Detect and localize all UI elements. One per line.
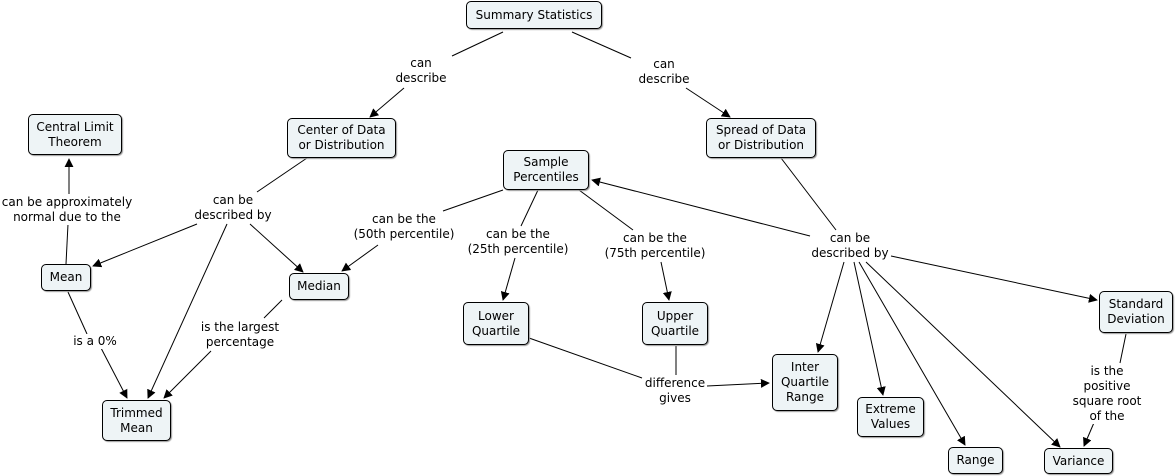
edge-std-to-label xyxy=(1119,333,1127,364)
node-center-of-data[interactable]: Center of Data or Distribution xyxy=(287,118,396,158)
edge-label-to-median xyxy=(249,223,304,273)
edge-is0-to-trimmed xyxy=(100,347,128,399)
link-label-50th-percentile: can be the (50th percentile) xyxy=(353,212,455,242)
edge-median-to-label xyxy=(263,299,283,319)
edge-label-right-to-spread xyxy=(685,87,731,118)
edge-label-to-extreme xyxy=(853,261,886,396)
link-label-can-describe-right: can describe xyxy=(638,57,690,87)
edge-label-left-to-center xyxy=(369,87,405,118)
edge-mean-to-is0 xyxy=(67,291,88,335)
node-variance[interactable]: Variance xyxy=(1044,448,1113,474)
edge-mean-to-label xyxy=(65,223,69,265)
link-label-is-0pct: is a 0% xyxy=(73,334,117,349)
link-label-spread-described-by: can be described by xyxy=(811,231,889,261)
edge-label-to-std xyxy=(890,255,1098,303)
node-extreme-values[interactable]: Extreme Values xyxy=(857,397,924,437)
edge-lower-to-diff xyxy=(528,337,643,379)
edge-label-to-variance xyxy=(865,261,1061,448)
node-mean[interactable]: Mean xyxy=(41,264,91,291)
edge-diff-to-iqr xyxy=(706,378,770,388)
edge-summary-to-label-right xyxy=(571,31,632,59)
edge-75-to-upper xyxy=(660,261,672,301)
node-inter-quartile-range[interactable]: Inter Quartile Range xyxy=(772,354,838,411)
edge-sp-to-50 xyxy=(442,189,504,212)
node-trimmed-mean[interactable]: Trimmed Mean xyxy=(102,400,171,441)
edge-label-to-sp xyxy=(591,177,811,237)
edge-spread-to-label xyxy=(780,157,837,231)
edge-label-to-mean xyxy=(92,223,198,268)
node-sample-percentiles[interactable]: Sample Percentiles xyxy=(503,150,589,190)
edge-label-to-iqr xyxy=(815,261,845,353)
link-label-75th-percentile: can be the (75th percentile) xyxy=(604,231,706,261)
node-central-limit-theorem[interactable]: Central Limit Theorem xyxy=(28,114,122,155)
node-summary-statistics[interactable]: Summary Statistics xyxy=(466,1,602,29)
node-lower-quartile[interactable]: Lower Quartile xyxy=(463,302,529,345)
node-spread-of-data[interactable]: Spread of Data or Distribution xyxy=(706,118,816,158)
link-label-can-describe-left: can describe xyxy=(395,56,447,86)
node-median[interactable]: Median xyxy=(289,273,349,300)
edge-summary-to-label-left xyxy=(451,31,504,57)
edge-sp-to-25 xyxy=(520,189,539,227)
link-label-difference-gives: difference gives xyxy=(644,376,706,406)
link-label-largest-pct: is the largest percentage xyxy=(200,320,280,350)
link-label-center-described-by: can be described by xyxy=(194,193,272,223)
edge-50-to-median xyxy=(341,244,379,272)
link-label-square-root: is the positive square root of the xyxy=(1072,364,1142,424)
link-label-approx-normal: can be approximately normal due to the xyxy=(1,195,133,225)
node-upper-quartile[interactable]: Upper Quartile xyxy=(642,302,708,345)
link-label-25th-percentile: can be the (25th percentile) xyxy=(467,227,569,257)
edge-sp-to-75 xyxy=(578,189,634,231)
edge-center-to-label xyxy=(256,157,308,193)
edge-label-to-trimmed-2 xyxy=(163,350,212,399)
edge-label-to-range xyxy=(858,261,966,446)
edge-label-to-trimmed xyxy=(147,223,228,399)
node-range[interactable]: Range xyxy=(948,447,1003,474)
edge-25-to-lower xyxy=(500,257,516,301)
node-standard-deviation[interactable]: Standard Deviation xyxy=(1099,291,1173,333)
